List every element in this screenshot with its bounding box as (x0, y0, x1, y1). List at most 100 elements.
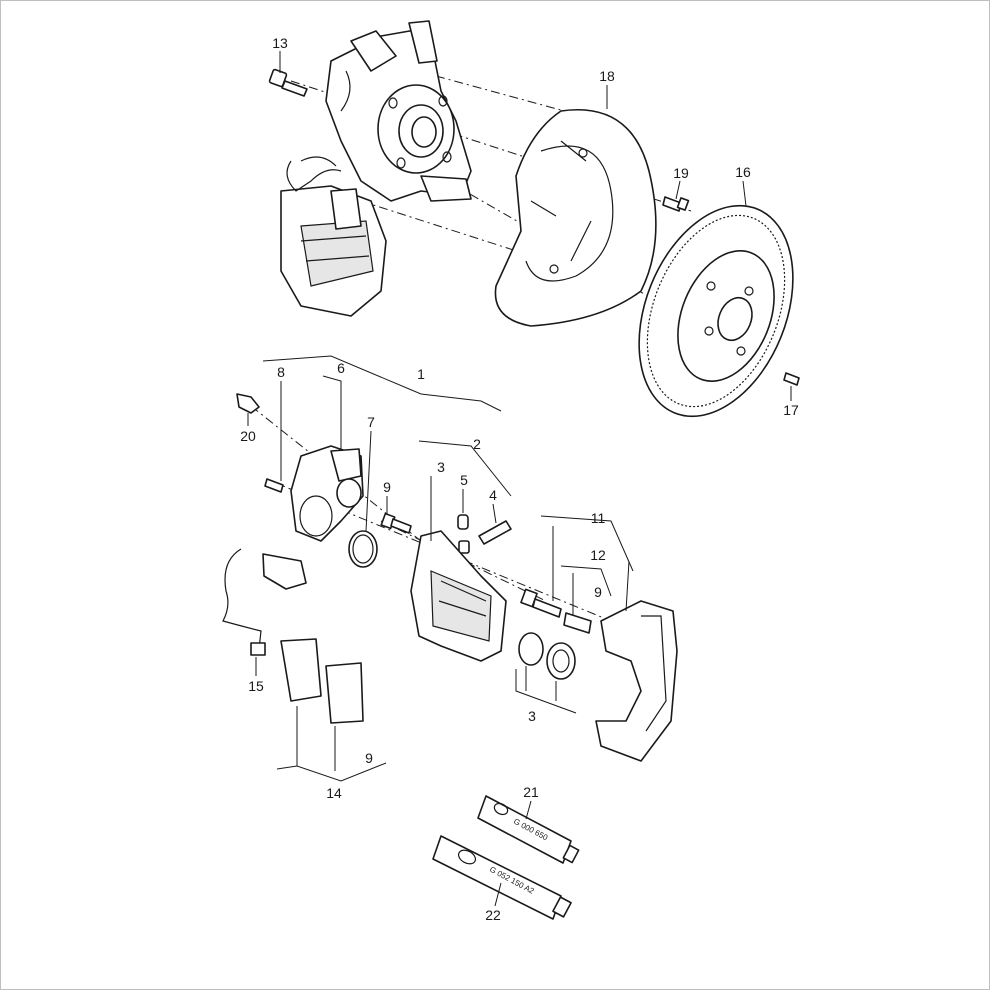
installed-caliper (280, 156, 387, 317)
sensor-15-connector (262, 553, 307, 590)
bolt-8-body (264, 478, 284, 493)
caliper-wire-loop (300, 156, 337, 167)
callout-12: 12 (590, 547, 606, 563)
tube-21-logo (493, 802, 509, 816)
screw-19-body (662, 196, 682, 212)
callout-2: 2 (473, 436, 481, 452)
callouts: 13 18 19 16 17 1 8 6 7 20 2 3 5 4 9 11 1… (240, 35, 799, 923)
screw-19-head (676, 197, 690, 211)
callout-9-pads: 9 (365, 750, 373, 766)
tube-21-cap (562, 844, 580, 864)
hub-stud-hole (442, 151, 452, 163)
tube-22-body (432, 835, 562, 920)
caliper-wire (286, 160, 342, 192)
callout-3-upper: 3 (437, 459, 445, 475)
wheel-hub-knuckle (325, 20, 472, 202)
disc-stud-hole (744, 286, 754, 296)
brake-pads-14 (280, 638, 364, 724)
shield-bolt-hole (578, 148, 588, 158)
guide-bushing-12 (563, 612, 592, 634)
carrier-detail (641, 615, 667, 732)
pad-inner (280, 638, 322, 702)
guide-bolt-shank (532, 598, 562, 618)
brake-caliper-3 (410, 530, 507, 662)
callout-9-bolt: 9 (383, 479, 391, 495)
caliper-carrier (595, 600, 678, 762)
knuckle-mount-tab (350, 30, 397, 72)
shield-ribs (530, 140, 592, 262)
bolt-9 (380, 512, 412, 534)
guide-bolt-11 (520, 588, 562, 618)
callout-15: 15 (248, 678, 264, 694)
bleed-screw-4 (478, 520, 512, 545)
guide-bushing (563, 612, 592, 634)
tube-21-body (477, 795, 572, 864)
callout-17: 17 (783, 402, 799, 418)
hub-bore (411, 116, 437, 148)
callout-8: 8 (277, 364, 285, 380)
disc-center-bore (717, 296, 753, 342)
axis-hub-bottom (360, 200, 642, 292)
callout-9-bushing: 9 (594, 584, 602, 600)
bleed-valve-body (458, 540, 470, 554)
dust-boot (546, 642, 576, 680)
disc-vent-ring (646, 214, 786, 408)
caliper-ribs (438, 580, 487, 617)
caliper-motor (330, 188, 362, 230)
bleed-screw-body (478, 520, 512, 545)
bolt-13-shank (281, 80, 308, 97)
sensor-15-wire (222, 548, 262, 650)
callout-14: 14 (326, 785, 342, 801)
callout-4: 4 (489, 487, 497, 503)
sensor-20 (236, 393, 260, 414)
sensor-15-tip (250, 642, 266, 656)
screw-19 (662, 196, 690, 212)
bleed-cap (457, 514, 469, 530)
callout-13: 13 (272, 35, 288, 51)
leader-lines (247, 51, 792, 907)
tube-22-cap (552, 896, 572, 918)
tube-22-logo (457, 849, 477, 865)
knuckle-detail (340, 70, 351, 112)
caliper-piston-bore (430, 570, 492, 642)
callout-20: 20 (240, 428, 256, 444)
disc-stud-hole (706, 281, 716, 291)
carrier-bracket (595, 600, 678, 762)
bolt-8 (264, 478, 284, 493)
callout-19: 19 (673, 165, 689, 181)
bolt-13 (268, 68, 308, 97)
bolt-9-shank (390, 518, 412, 534)
axis-bolt-9 (380, 520, 547, 602)
shield-outer (494, 109, 657, 327)
hub-stud-hole (388, 97, 398, 109)
bleed-valve-5 (457, 514, 470, 554)
hub-stud-hole (396, 157, 406, 169)
callout-16: 16 (735, 164, 751, 180)
motor-flange (299, 495, 333, 537)
caliper-ribs (300, 235, 370, 262)
callout-22: 22 (485, 907, 501, 923)
brake-disc-16 (638, 204, 794, 418)
callout-3-lower: 3 (528, 708, 536, 724)
pad-outer (325, 662, 364, 724)
screw-17 (783, 372, 800, 386)
piston-seal (518, 632, 544, 666)
motor-shaft (336, 478, 362, 508)
knuckle-upper-arm (408, 20, 438, 64)
piston-seals-3 (518, 632, 576, 680)
callout-6: 6 (337, 360, 345, 376)
hub-stud-hole (438, 95, 448, 107)
speed-sensor-15 (222, 548, 307, 656)
callout-18: 18 (599, 68, 615, 84)
dust-boot-inner (552, 649, 570, 673)
splash-shield-18 (494, 109, 657, 327)
callout-11: 11 (591, 510, 606, 526)
parking-brake-motor-6 (290, 445, 364, 542)
callout-7: 7 (367, 414, 375, 430)
shield-bolt-hole (549, 264, 559, 274)
callout-21: 21 (523, 784, 539, 800)
disc-stud-hole (704, 326, 714, 336)
seal-ring-7-inner (352, 534, 374, 564)
motor-cap (330, 448, 362, 482)
